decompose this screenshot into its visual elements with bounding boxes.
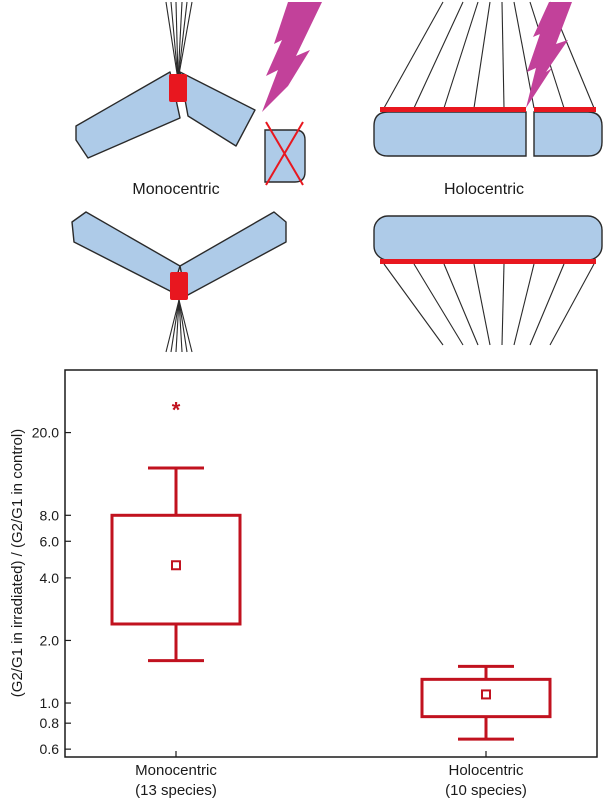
mean-marker <box>481 689 491 700</box>
chromosome-right-arm-stub <box>179 71 256 147</box>
x-category-label: Holocentric <box>448 762 524 779</box>
boxes: * <box>110 397 552 741</box>
y-tick-label: 6.0 <box>40 533 60 549</box>
y-tick-label: 0.6 <box>40 741 60 757</box>
x-axis-labels: Monocentric (13 species) Holocentric (10 sp… <box>135 751 527 799</box>
holokinetic-kinetochore <box>380 107 526 112</box>
y-tick-label: 1.0 <box>40 695 60 711</box>
monocentric-spindle-bottom <box>165 299 193 353</box>
outlier-marker: * <box>172 397 181 422</box>
centromere <box>170 272 188 300</box>
chromosome-left-arm <box>75 71 181 159</box>
chromosome-left-arm <box>71 211 181 293</box>
box-group: * <box>110 397 242 663</box>
box-iqr <box>110 513 242 626</box>
label-monocentric: Monocentric <box>132 181 219 198</box>
holocentric-spindle-bottom <box>383 263 595 346</box>
holokinetic-kinetochore <box>534 107 596 112</box>
label-holocentric: Holocentric <box>444 181 524 198</box>
centromere <box>169 74 187 102</box>
chromosome-right-arm <box>179 211 287 297</box>
x-category-sublabel: (13 species) <box>135 782 217 799</box>
chromosome-diagram: Monocentric Holocentric <box>71 1 603 353</box>
holokinetic-kinetochore <box>380 259 596 264</box>
y-tick-label: 4.0 <box>40 570 60 586</box>
monocentric-chromosome-bottom <box>71 211 287 300</box>
box-plot: 0.6 0.8 1.0 2.0 4.0 6.0 8.0 20.0 * Monocentric (… <box>9 369 598 799</box>
lightning-bolt-icon <box>262 2 322 112</box>
y-axis-ticks: 0.6 0.8 1.0 2.0 4.0 6.0 8.0 20.0 <box>32 425 71 757</box>
lightning-bolt-icon <box>526 2 572 108</box>
monocentric-spindle-top <box>165 1 193 81</box>
x-category-sublabel: (10 species) <box>445 782 527 799</box>
monocentric-chromosome-top <box>75 71 256 159</box>
y-tick-label: 2.0 <box>40 632 60 648</box>
y-axis-label: (G2/G1 in irradiated) / (G2/G1 in contro… <box>9 429 26 697</box>
box-group <box>420 664 552 741</box>
holocentric-chromosome-bottom <box>373 215 603 264</box>
holocentric-chromosome-top <box>373 107 603 157</box>
y-tick-label: 20.0 <box>32 425 59 441</box>
x-category-label: Monocentric <box>135 762 217 779</box>
y-tick-label: 0.8 <box>40 715 60 731</box>
y-tick-label: 8.0 <box>40 507 60 523</box>
mean-marker <box>171 560 181 571</box>
plot-frame <box>64 369 598 758</box>
broken-fragment <box>264 121 306 186</box>
